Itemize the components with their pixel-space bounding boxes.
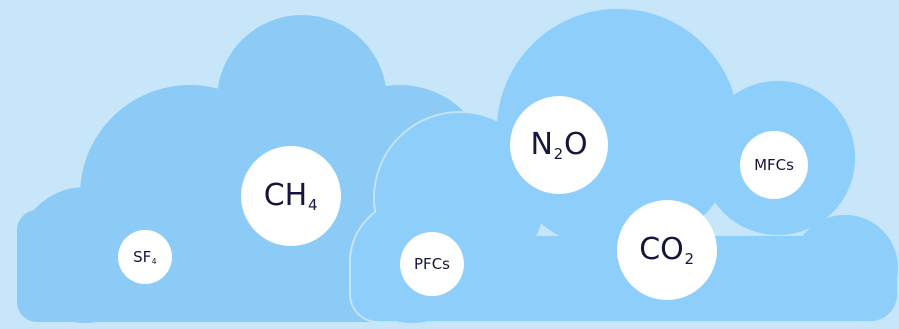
sf4-bubble: SF4 (118, 230, 172, 284)
co2-bubble: CO2 (617, 200, 717, 300)
co2-subscript: 2 (684, 250, 695, 269)
n2o-bubble: N2O (510, 96, 608, 194)
mfcs-label: MFCs (754, 156, 794, 174)
sf4-subscript: 4 (151, 257, 157, 267)
ch4-formula: CH4 (264, 178, 319, 214)
n2o-formula: N2O (530, 127, 587, 163)
mfcs-bubble: MFCs (740, 131, 808, 199)
pfcs-label: PFCs (414, 255, 450, 273)
ch4-bubble: CH4 (241, 146, 341, 246)
n2o-subscript: 2 (553, 145, 564, 164)
sf4-main: SF (133, 247, 152, 266)
n2o-main: N (530, 126, 553, 162)
ch4-main: CH (263, 177, 308, 213)
sf4-formula: SF4 (133, 248, 157, 267)
co2-formula: CO2 (639, 232, 695, 268)
pfcs-bubble: PFCs (400, 232, 464, 296)
n2o-tail: O (563, 126, 588, 162)
ch4-subscript: 4 (307, 196, 318, 215)
co2-main: CO (639, 231, 684, 267)
